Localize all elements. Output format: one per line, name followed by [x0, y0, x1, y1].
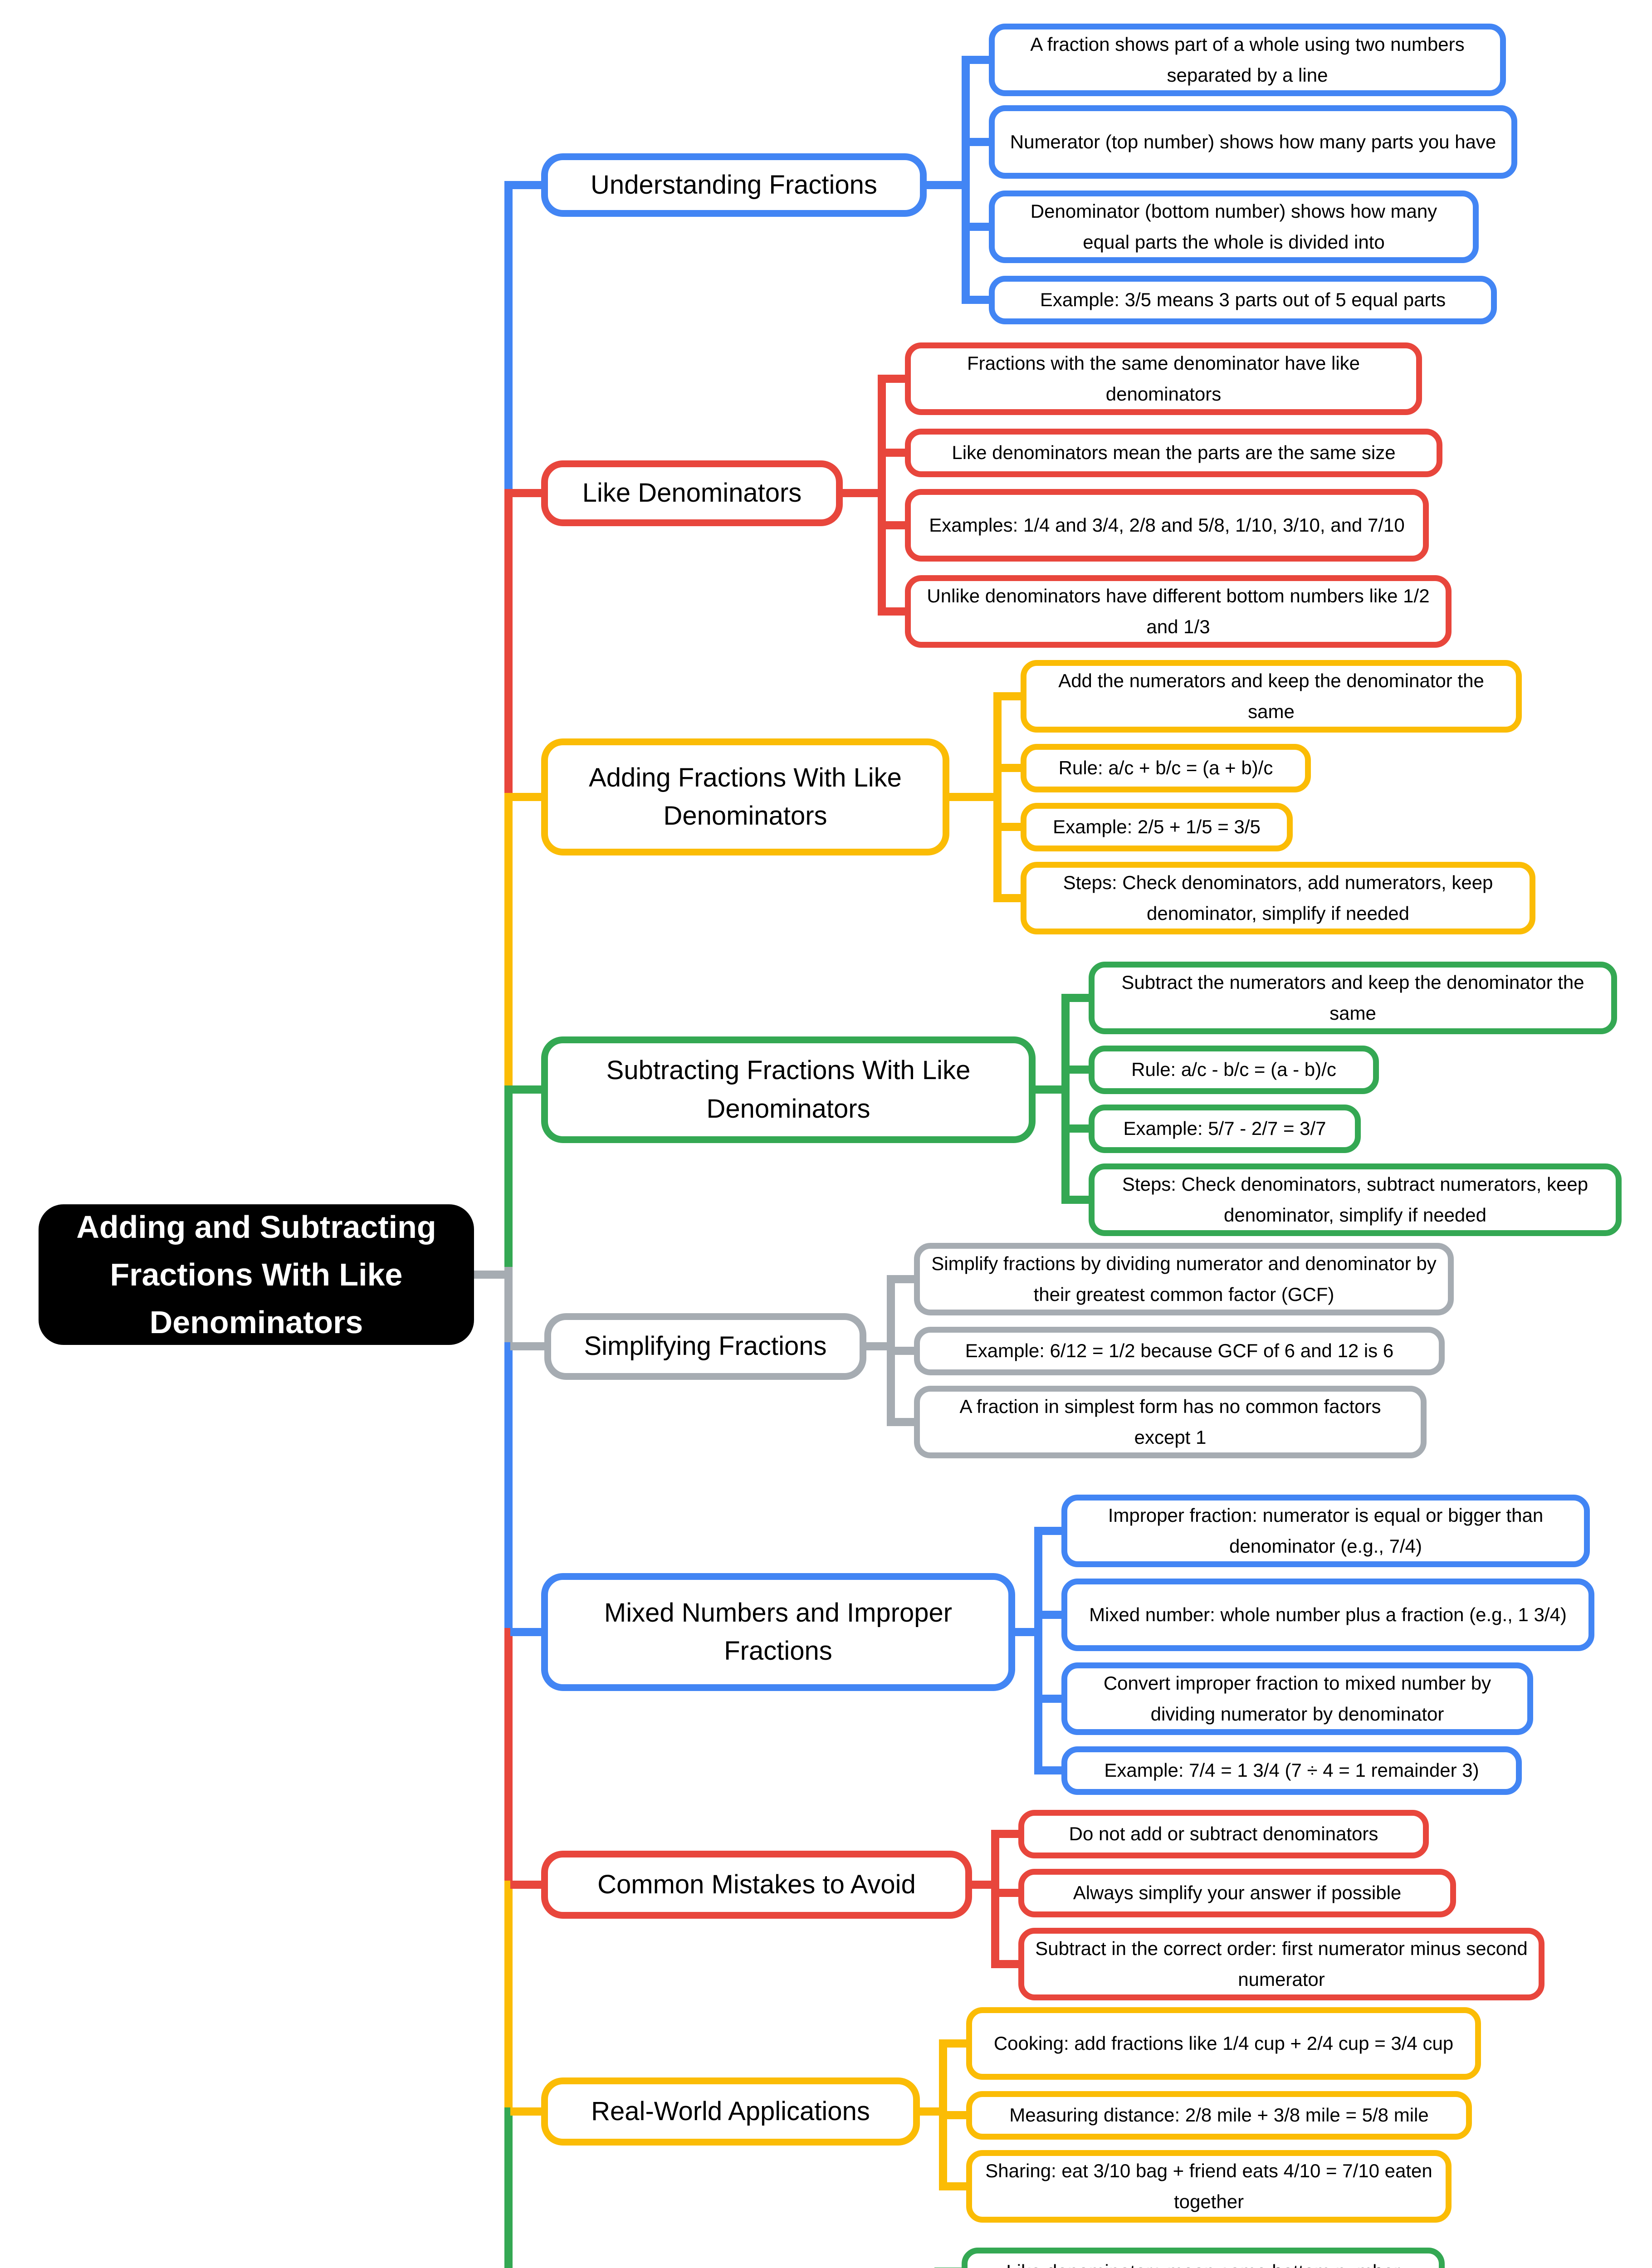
branch-label: Subtracting Fractions With Like Denomina… [541, 1036, 1036, 1143]
child-connector [895, 1418, 914, 1426]
child-connector [1042, 1766, 1061, 1774]
child-node: A fraction in simplest form has no commo… [914, 1386, 1427, 1458]
child-connector [947, 2182, 966, 2190]
branch-rail [878, 375, 886, 616]
child-node: Simplify fractions by dividing numerator… [914, 1243, 1454, 1315]
child-node: Example: 6/12 = 1/2 because GCF of 6 and… [914, 1327, 1445, 1375]
branch-label: Simplifying Fractions [544, 1313, 866, 1380]
branch-label: Real-World Applications [541, 2077, 920, 2146]
central-topic: Adding and Subtracting Fractions With Li… [39, 1204, 474, 1345]
branch-label: Mixed Numbers and Improper Fractions [541, 1573, 1015, 1691]
branch-left-connector [510, 2107, 541, 2116]
child-connector [1070, 1124, 1089, 1133]
child-connector [947, 2039, 966, 2048]
child-connector [1002, 764, 1021, 772]
branch-right-connector [927, 181, 970, 189]
child-connector [1002, 823, 1021, 831]
child-connector [1070, 1066, 1089, 1074]
child-node: Like denominators mean same bottom numbe… [962, 2248, 1445, 2268]
branch-right-connector [1036, 1085, 1070, 1094]
child-node: Steps: Check denominators, subtract nume… [1089, 1163, 1622, 1236]
child-connector [886, 607, 905, 616]
trunk-segment-green-1 [504, 1085, 513, 1277]
child-connector [999, 1830, 1018, 1838]
child-node: Steps: Check denominators, add numerator… [1021, 862, 1535, 934]
child-connector [1002, 894, 1021, 902]
child-node: Subtract the numerators and keep the den… [1089, 962, 1617, 1034]
branch-rail [1061, 994, 1070, 1204]
child-node: Denominator (bottom number) shows how ma… [989, 191, 1479, 263]
branch-right-connector [843, 489, 886, 497]
child-node: Numerator (top number) shows how many pa… [989, 105, 1517, 179]
trunk-segment-yellow-1 [504, 793, 513, 1094]
child-connector [886, 521, 905, 529]
child-node: Rule: a/c - b/c = (a - b)/c [1089, 1046, 1379, 1094]
branch-label: Understanding Fractions [541, 153, 927, 217]
child-connector [970, 56, 989, 64]
trunk-segment-blue-1 [504, 181, 513, 497]
central-connector [471, 1271, 512, 1279]
branch-rail [887, 1275, 895, 1426]
branch-label: Adding Fractions With Like Denominators [541, 738, 949, 855]
child-connector [1070, 994, 1089, 1002]
child-node: Example: 5/7 - 2/7 = 3/7 [1089, 1105, 1361, 1153]
child-connector [947, 2111, 966, 2119]
trunk-segment-blue-2 [504, 1342, 513, 1636]
child-node: Like denominators mean the parts are the… [905, 429, 1442, 477]
child-connector [1042, 1527, 1061, 1535]
branch-left-connector [510, 489, 541, 497]
child-connector [999, 1889, 1018, 1897]
child-node: Do not add or subtract denominators [1018, 1810, 1429, 1858]
child-connector [970, 296, 989, 304]
child-node: Always simplify your answer if possible [1018, 1869, 1456, 1917]
child-node: Example: 2/5 + 1/5 = 3/5 [1021, 803, 1293, 851]
child-connector [886, 375, 905, 383]
branch-rail [1034, 1527, 1042, 1774]
branch-right-connector [949, 793, 1002, 801]
branch-rail [991, 1830, 999, 1968]
child-connector [970, 138, 989, 146]
branch-left-connector [510, 1628, 541, 1636]
child-node: Cooking: add fractions like 1/4 cup + 2/… [966, 2007, 1481, 2080]
child-connector [999, 1960, 1018, 1968]
child-node: Improper fraction: numerator is equal or… [1061, 1495, 1590, 1567]
child-connector [886, 449, 905, 457]
child-connector [970, 223, 989, 231]
child-node: Unlike denominators have different botto… [905, 575, 1452, 648]
child-node: A fraction shows part of a whole using t… [989, 24, 1506, 96]
child-node: Example: 3/5 means 3 parts out of 5 equa… [989, 276, 1497, 324]
branch-left-connector [510, 793, 541, 801]
child-node: Rule: a/c + b/c = (a + b)/c [1021, 744, 1311, 792]
child-node: Measuring distance: 2/8 mile + 3/8 mile … [966, 2091, 1472, 2140]
child-connector [1070, 1196, 1089, 1204]
branch-rail [939, 2039, 947, 2190]
trunk-segment-green-2 [504, 2107, 513, 2268]
trunk-segment-red-2 [504, 1628, 513, 1889]
child-node: Add the numerators and keep the denomina… [1021, 660, 1522, 733]
child-node: Convert improper fraction to mixed numbe… [1061, 1662, 1533, 1735]
child-connector [1042, 1695, 1061, 1703]
child-node: Fractions with the same denominator have… [905, 342, 1422, 415]
child-connector [895, 1347, 914, 1355]
branch-label: Like Denominators [541, 460, 843, 526]
branch-left-connector [510, 1881, 541, 1889]
branch-rail [993, 692, 1002, 902]
trunk-segment-red-1 [504, 489, 513, 801]
child-connector [1042, 1611, 1061, 1619]
child-connector [895, 1275, 914, 1283]
branch-left-connector [510, 1085, 541, 1094]
trunk-segment-yellow-2 [504, 1881, 513, 2116]
child-node: Example: 7/4 = 1 3/4 (7 ÷ 4 = 1 remainde… [1061, 1746, 1522, 1795]
branch-left-connector [510, 181, 541, 189]
child-node: Subtract in the correct order: first num… [1018, 1928, 1544, 2000]
child-connector [1002, 692, 1021, 700]
trunk-segment-gray [504, 1267, 513, 1350]
branch-rail [962, 56, 970, 304]
child-node: Sharing: eat 3/10 bag + friend eats 4/10… [966, 2150, 1452, 2223]
child-node: Examples: 1/4 and 3/4, 2/8 and 5/8, 1/10… [905, 489, 1429, 562]
child-node: Mixed number: whole number plus a fracti… [1061, 1579, 1594, 1651]
branch-left-connector [510, 1342, 544, 1350]
branch-label: Common Mistakes to Avoid [541, 1851, 972, 1919]
